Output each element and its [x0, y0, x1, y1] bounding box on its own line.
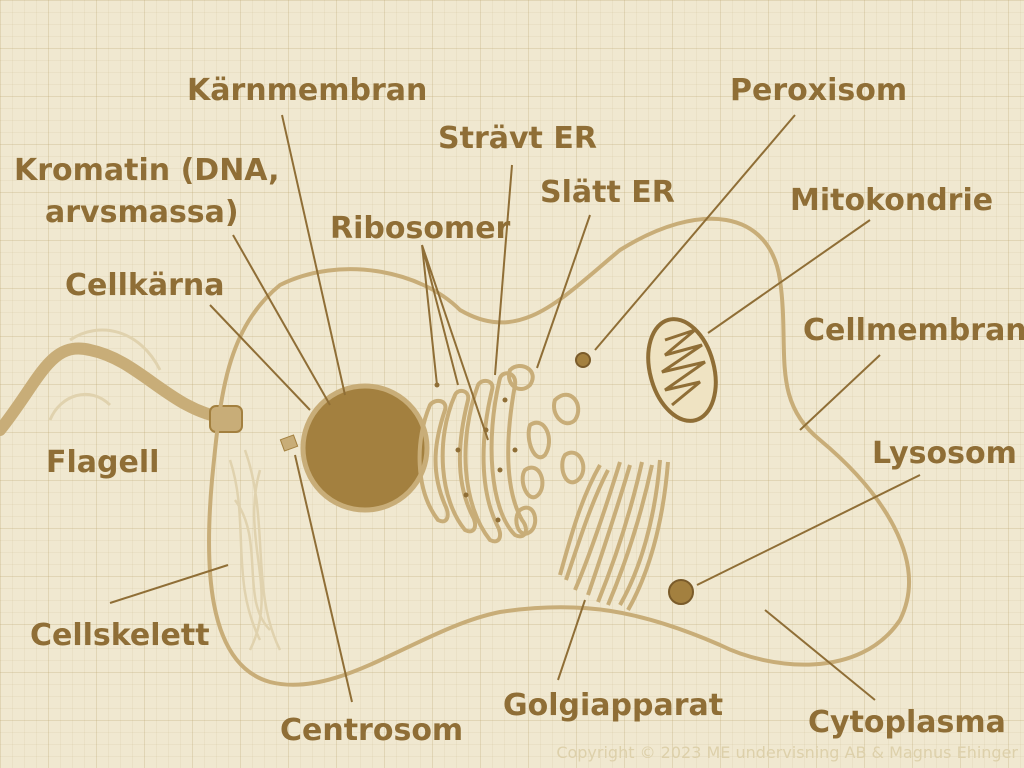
nucleus — [300, 383, 430, 513]
leader-lines — [109, 114, 921, 703]
ribosomes — [434, 382, 518, 523]
peroxisome — [575, 352, 591, 368]
label-peroxisom: Peroxisom — [730, 73, 907, 108]
label-cellskelett: Cellskelett — [30, 618, 210, 653]
label-cellkarna: Cellkärna — [65, 268, 225, 303]
flagellum-base — [209, 405, 243, 433]
centrosome — [279, 434, 299, 452]
cell-membrane — [206, 216, 911, 687]
label-cellmembran: Cellmembran — [803, 313, 1024, 348]
label-stravt-er: Strävt ER — [438, 121, 597, 156]
flagellum — [0, 342, 231, 436]
label-kromatin-line2: arvsmassa) — [45, 195, 239, 230]
cytoskeleton — [228, 449, 282, 651]
label-kromatin-line1: Kromatin (DNA, — [14, 153, 279, 188]
flagellum-motion-lines — [48, 328, 162, 421]
label-lysosom: Lysosom — [872, 436, 1017, 471]
rough-er — [417, 371, 528, 544]
label-centrosom: Centrosom — [280, 713, 463, 748]
golgi-apparatus — [558, 459, 670, 611]
label-mitokondrie: Mitokondrie — [790, 183, 993, 218]
mitochondrion — [646, 317, 718, 423]
label-slatt-er: Slätt ER — [540, 175, 675, 210]
smooth-er — [507, 364, 586, 536]
lysosome — [668, 579, 694, 605]
label-flagell: Flagell — [46, 445, 159, 480]
label-cytoplasma: Cytoplasma — [808, 705, 1006, 740]
label-golgiapparat: Golgiapparat — [503, 688, 723, 723]
label-ribosomer: Ribosomer — [330, 211, 511, 246]
copyright-notice: Copyright © 2023 ME undervisning AB & Ma… — [556, 743, 1018, 762]
label-karnmembran: Kärnmembran — [187, 73, 427, 108]
